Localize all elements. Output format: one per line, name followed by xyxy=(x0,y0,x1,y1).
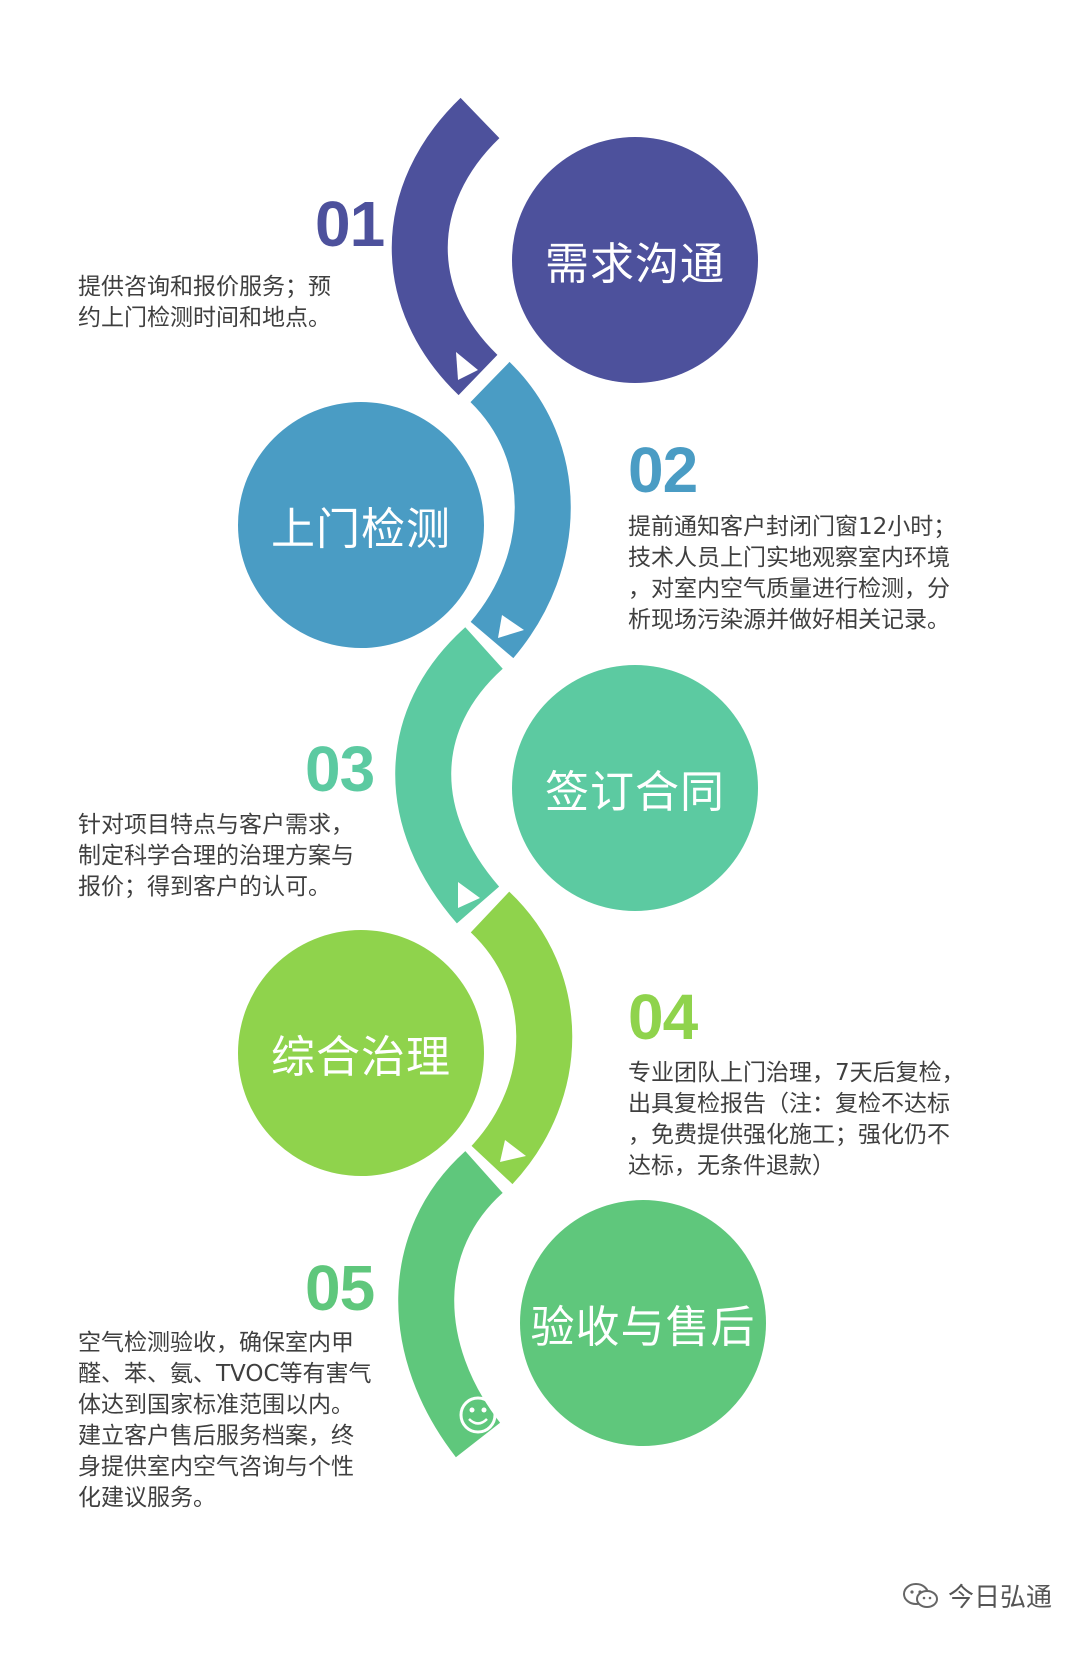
flow-segment-1 xyxy=(391,97,500,396)
smiley-icon xyxy=(459,1396,497,1434)
watermark: 今日弘通 xyxy=(902,1577,1052,1614)
flow-segment-2 xyxy=(469,361,571,659)
step-5-number: 05 xyxy=(305,1252,375,1324)
step-3-title: 签订合同 xyxy=(545,767,725,818)
step-1-title: 需求沟通 xyxy=(545,239,725,290)
step-4-description: 专业团队上门治理，7天后复检， 出具复检报告（注：复检不达标 ，免费提供强化施工… xyxy=(628,1060,965,1179)
step-4-number: 04 xyxy=(628,981,698,1053)
step-2-description: 提前通知客户封闭门窗12小时； 技术人员上门实地观察室内环境 ，对室内空气质量进… xyxy=(628,514,957,633)
step-1-number: 01 xyxy=(315,188,385,260)
wechat-icon xyxy=(902,1582,938,1608)
step-5-circle: 验收与售后 xyxy=(520,1200,766,1446)
step-5-description: 空气检测验收，确保室内甲 醛、苯、氨、TVOC等有害气 体达到国家标准范围以内。… xyxy=(78,1330,372,1511)
step-1-circle: 需求沟通 xyxy=(512,137,758,383)
arrow-icon xyxy=(456,352,478,380)
step-2-title: 上门检测 xyxy=(271,504,451,555)
step-3-description: 针对项目特点与客户需求， 制定科学合理的治理方案与 报价；得到客户的认可。 xyxy=(78,812,354,900)
step-2-circle: 上门检测 xyxy=(238,402,484,648)
arrow-icon xyxy=(500,1140,526,1162)
step-2-number: 02 xyxy=(628,434,698,506)
step-4-title: 综合治理 xyxy=(271,1032,451,1083)
step-1-description: 提供咨询和报价服务；预 约上门检测时间和地点。 xyxy=(78,274,331,331)
step-3-circle: 签订合同 xyxy=(512,665,758,911)
watermark-text: 今日弘通 xyxy=(947,1583,1052,1613)
arrow-icon xyxy=(458,882,480,908)
arrow-icon xyxy=(498,615,524,638)
flow-segment-3 xyxy=(395,627,504,924)
flow-segment-4 xyxy=(470,891,573,1185)
flow-segment-5 xyxy=(398,1151,504,1458)
step-4-circle: 综合治理 xyxy=(238,930,484,1176)
step-3-number: 03 xyxy=(305,733,375,805)
step-5-title: 验收与售后 xyxy=(530,1302,756,1353)
